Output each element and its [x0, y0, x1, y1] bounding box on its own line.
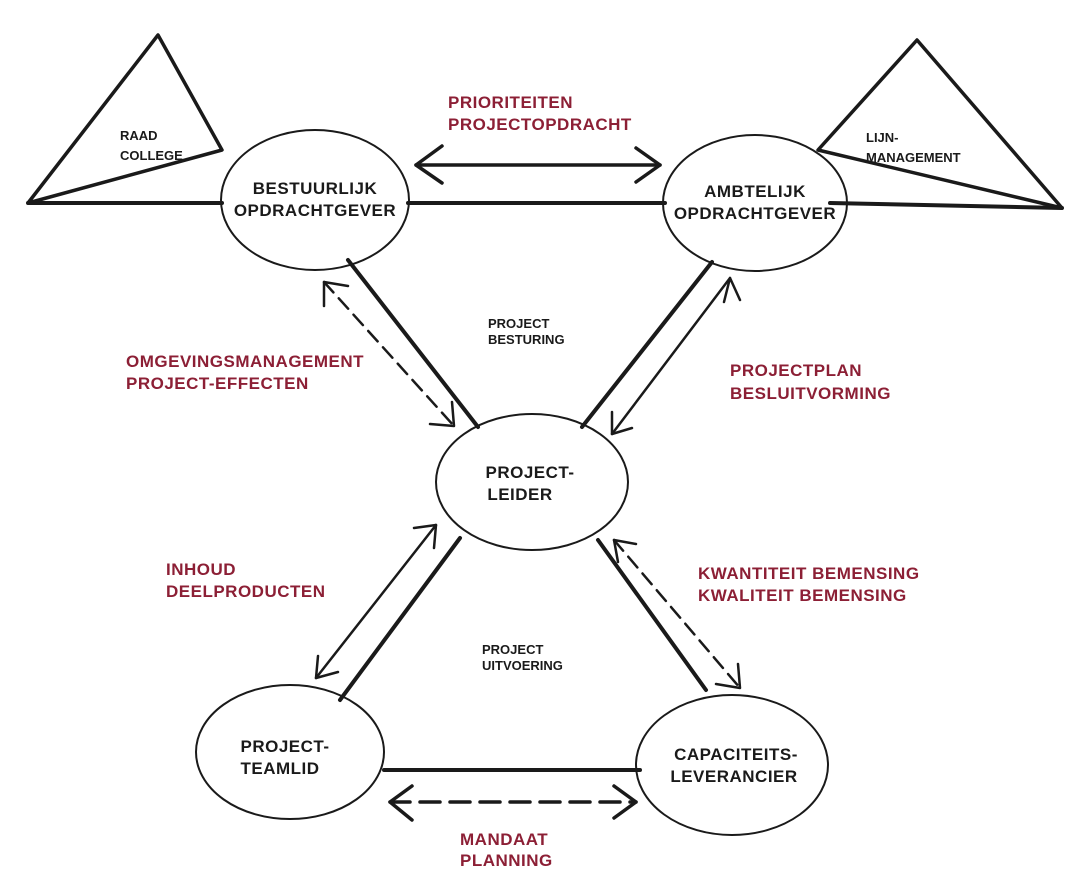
triangle-left-line1: RAAD [120, 128, 158, 143]
connector-lines [26, 201, 1064, 772]
flow-bottom-line2: PLANNING [460, 851, 553, 870]
flow-top-line1: PRIORITEITEN [448, 93, 573, 112]
node-projectteamlid: PROJECT- TEAMLID [195, 684, 385, 820]
flow-right-lower-line1: KWANTITEIT BEMENSING [698, 564, 920, 583]
zone-besturing-line1: PROJECT [488, 316, 549, 331]
node-teamlid-shape [195, 684, 385, 820]
node-projectleider: PROJECT- LEIDER [435, 413, 629, 551]
line-projectleider-teamlid [338, 536, 462, 702]
flow-right-upper-line2: BESLUITVORMING [730, 384, 891, 403]
node-ambtelijk-line1: AMBTELIJK [704, 182, 806, 201]
arrow-left-upper-dashed [322, 280, 456, 428]
line-bestuurlijk-projectleider [346, 258, 480, 429]
flow-left-upper-line2: PROJECT-EFFECTEN [126, 374, 309, 393]
flow-top-line2: PROJECTOPDRACHT [448, 115, 632, 134]
node-teamlid-line1: PROJECT- [240, 737, 329, 756]
zone-uitvoering-line1: PROJECT [482, 642, 543, 657]
flow-left-upper-line1: OMGEVINGSMANAGEMENT [126, 352, 364, 371]
flow-right-upper-line1: PROJECTPLAN [730, 361, 862, 380]
arrow-top-solid [414, 144, 662, 185]
flow-bottom-line1: MANDAAT [460, 830, 548, 849]
arrow-right-lower-dashed [612, 538, 742, 690]
node-bestuurlijk-opdrachtgever: BESTUURLIJK OPDRACHTGEVER [220, 129, 410, 271]
flow-left-lower-line2: DEELPRODUCTEN [166, 582, 326, 601]
node-leverancier-shape [635, 694, 829, 836]
node-ambtelijk-opdrachtgever: AMBTELIJK OPDRACHTGEVER [662, 134, 848, 272]
arrow-left-lower-solid [314, 523, 438, 680]
zone-besturing-line2: BESTURING [488, 332, 565, 347]
arrow-bottom-dashed [388, 784, 638, 822]
node-capaciteitsleverancier: CAPACITEITS- LEVERANCIER [635, 694, 829, 836]
node-bestuurlijk-line1: BESTUURLIJK [253, 179, 378, 198]
node-ambtelijk-line2: OPDRACHTGEVER [674, 204, 836, 223]
node-ambtelijk-shape [662, 134, 848, 272]
triangle-right-line1: LIJN- [866, 130, 899, 145]
base-line-right [828, 201, 1064, 210]
node-projectleider-line1: PROJECT- [485, 463, 574, 482]
triangle-left-line2: COLLEGE [120, 148, 183, 163]
flow-left-lower-line1: INHOUD [166, 560, 236, 579]
node-projectleider-line2: LEIDER [487, 485, 552, 504]
line-projectleider-leverancier [596, 538, 708, 692]
flow-right-lower-line2: KWALITEIT BEMENSING [698, 586, 907, 605]
node-bestuurlijk-line2: OPDRACHTGEVER [234, 201, 396, 220]
node-leverancier-line1: CAPACITEITS- [674, 745, 798, 764]
node-teamlid-line2: TEAMLID [240, 759, 319, 778]
line-ambtelijk-projectleider [580, 260, 714, 429]
triangle-right-line2: MANAGEMENT [866, 150, 961, 165]
triangle-lijnmanagement [816, 38, 1064, 210]
zone-uitvoering-line2: UITVOERING [482, 658, 563, 673]
triangle-raad-college [26, 33, 224, 205]
node-projectleider-shape [435, 413, 629, 551]
node-bestuurlijk-shape [220, 129, 410, 271]
arrow-right-upper-solid [610, 276, 742, 436]
node-leverancier-line2: LEVERANCIER [670, 767, 797, 786]
